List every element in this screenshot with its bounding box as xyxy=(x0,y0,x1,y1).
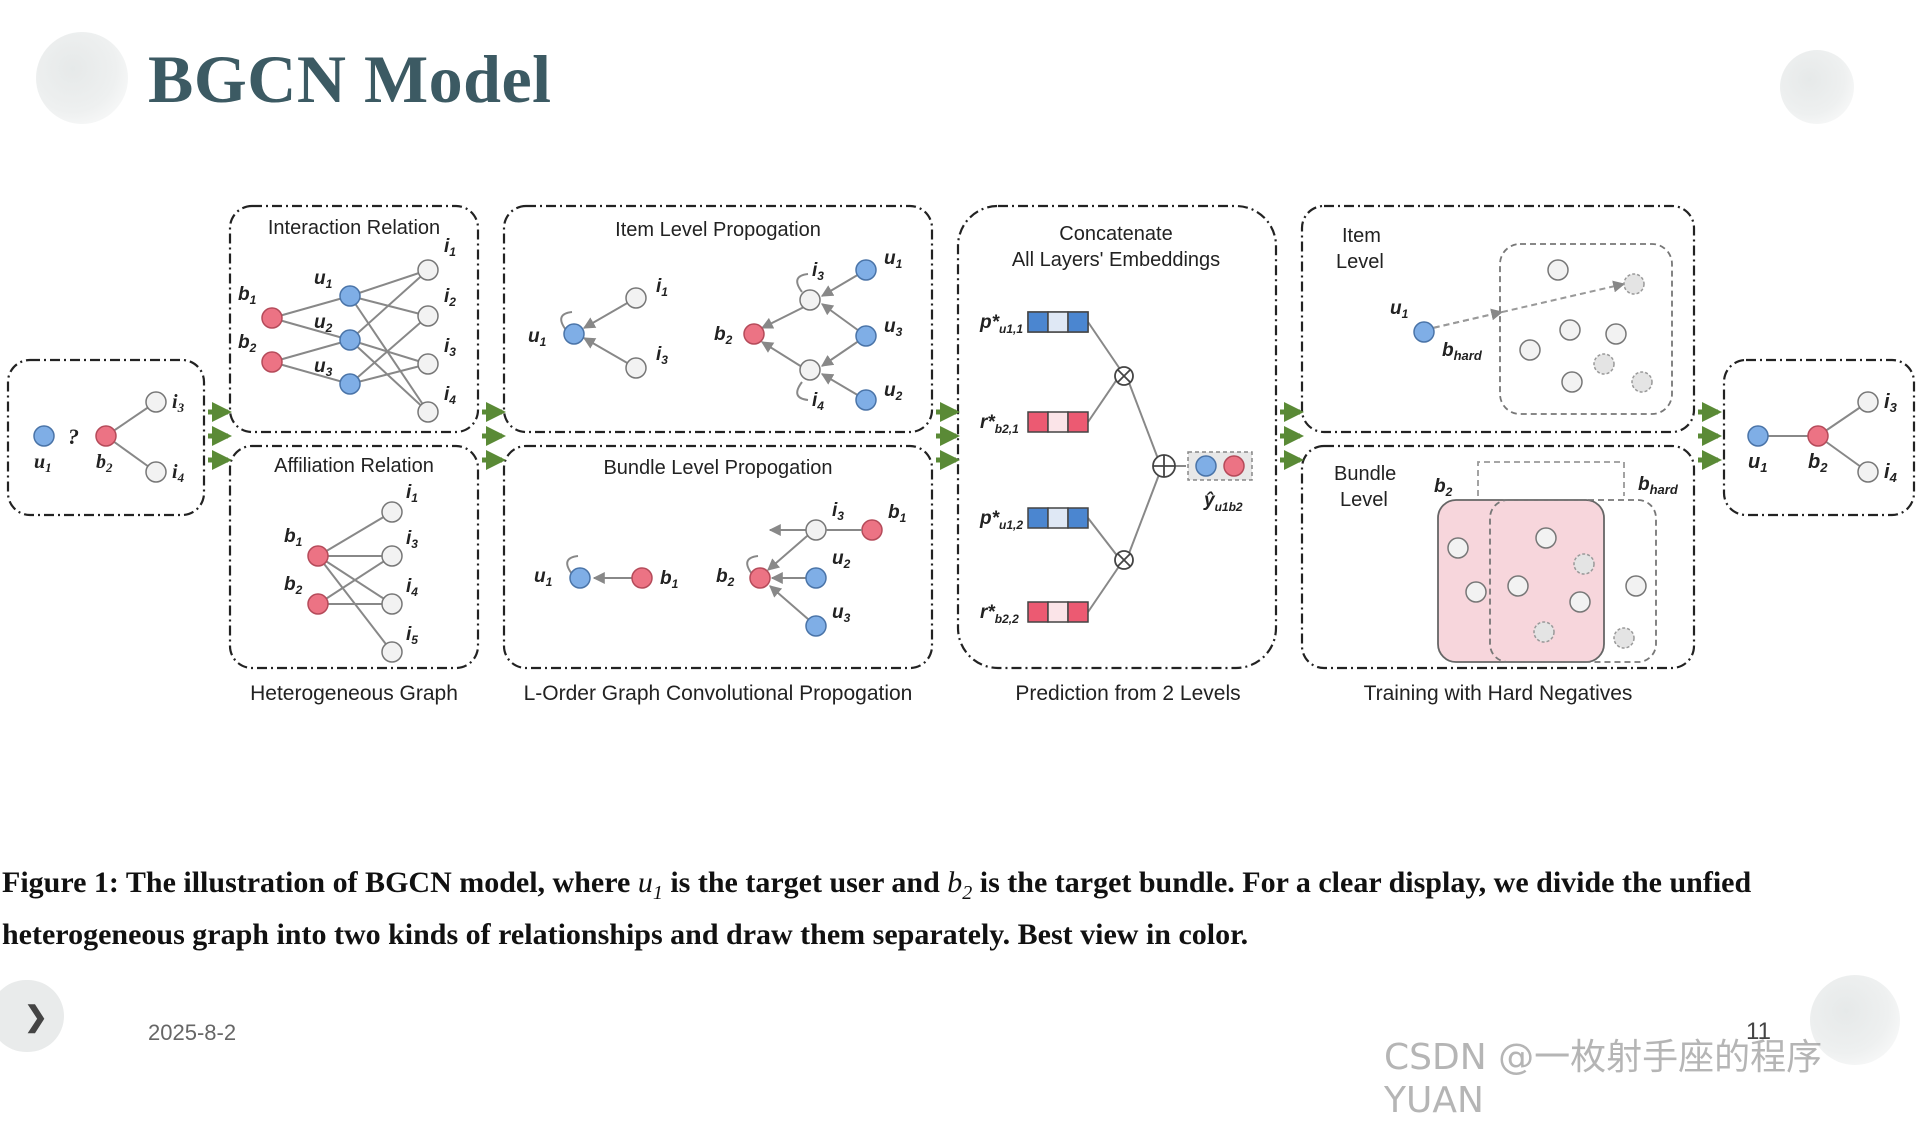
affiliation-graph: Affiliation Relation b1 b2 i1 i3 i4 i5 xyxy=(274,455,434,663)
svg-text:All Layers' Embeddings: All Layers' Embeddings xyxy=(1012,249,1220,271)
svg-text:i3: i3 xyxy=(656,344,668,367)
svg-text:u1: u1 xyxy=(314,268,333,291)
svg-text:Level: Level xyxy=(1336,251,1384,273)
svg-text:ŷu1b2: ŷu1b2 xyxy=(1203,490,1243,514)
svg-text:Level: Level xyxy=(1340,489,1388,511)
figure-caption: Figure 1: The illustration of BGCN model… xyxy=(2,866,1752,951)
svg-text:i4: i4 xyxy=(406,576,418,599)
svg-text:b2: b2 xyxy=(238,332,257,355)
panel-input xyxy=(6,358,206,517)
panel-bundle-prop xyxy=(502,444,934,670)
svg-text:i3: i3 xyxy=(1884,391,1898,415)
panel-item-prop xyxy=(502,204,934,434)
svg-text:i3: i3 xyxy=(172,391,185,415)
slide-title: BGCN Model xyxy=(148,41,552,117)
input-graph: ? u1 b2 i3 i4 xyxy=(33,391,185,485)
bundle-level-panel: Bundle Level b2 bhard xyxy=(1334,461,1679,663)
chevron-right-icon: ❯ xyxy=(24,1000,48,1032)
flow-arrows xyxy=(208,402,1722,470)
item-prop-graph: Item Level Propogation u1 i1 i3 b2 xyxy=(528,219,903,413)
svg-text:u3: u3 xyxy=(884,316,903,339)
svg-text:u1: u1 xyxy=(534,566,553,589)
svg-text:b1: b1 xyxy=(888,502,907,525)
svg-text:u2: u2 xyxy=(314,312,333,335)
panel-item-level xyxy=(1300,204,1696,434)
output-graph: u1 b2 i3 i4 xyxy=(1747,391,1898,485)
node-i3 xyxy=(145,391,167,413)
svg-text:b1: b1 xyxy=(238,284,257,307)
svg-text:i1: i1 xyxy=(656,276,668,299)
decor-orb-top-left xyxy=(36,32,128,124)
svg-text:u1: u1 xyxy=(528,326,547,349)
svg-text:i4: i4 xyxy=(812,390,824,413)
svg-text:p*u1,1: p*u1,1 xyxy=(979,312,1023,336)
svg-text:b1: b1 xyxy=(284,526,303,549)
svg-text:b2: b2 xyxy=(1434,476,1453,499)
svg-text:Concatenate: Concatenate xyxy=(1059,223,1172,245)
svg-text:b1: b1 xyxy=(660,568,679,591)
svg-text:b2: b2 xyxy=(96,451,113,475)
svg-text:u1: u1 xyxy=(1748,451,1767,475)
conv-caption: L-Order Graph Convolutional Propogation xyxy=(524,682,913,705)
bundle-prop-title: Bundle Level Propogation xyxy=(603,457,832,479)
panel-concat xyxy=(956,204,1278,670)
node-b2 xyxy=(95,425,117,447)
panel-interaction xyxy=(228,204,480,434)
svg-text:u1: u1 xyxy=(34,451,52,475)
svg-text:b2: b2 xyxy=(1808,451,1828,475)
node-u1 xyxy=(33,425,55,447)
svg-text:p*u1,2: p*u1,2 xyxy=(979,508,1023,532)
training-caption: Training with Hard Negatives xyxy=(1364,682,1633,705)
item-prop-title: Item Level Propogation xyxy=(615,219,821,241)
svg-text:bhard: bhard xyxy=(1638,474,1679,497)
svg-text:i5: i5 xyxy=(406,624,418,647)
interaction-title: Interaction Relation xyxy=(268,217,440,239)
node-i4 xyxy=(145,461,167,483)
svg-text:u1: u1 xyxy=(1390,298,1409,321)
svg-text:i3: i3 xyxy=(832,500,844,523)
panel-bundle-level xyxy=(1300,444,1696,670)
panel-affiliation xyxy=(228,444,480,670)
affiliation-title: Affiliation Relation xyxy=(274,455,434,477)
prediction-caption: Prediction from 2 Levels xyxy=(1015,682,1240,705)
slide-number: 11 xyxy=(1746,1018,1771,1045)
concat-panel: Concatenate All Layers' Embeddings p*u1,… xyxy=(979,223,1253,626)
svg-text:i4: i4 xyxy=(1884,461,1898,485)
panel-output xyxy=(1722,358,1916,517)
nav-next-button[interactable]: ❯ xyxy=(0,980,64,1052)
interaction-graph: Interaction Relation b1 b2 u1 u2 u3 i1 i… xyxy=(238,217,456,423)
svg-text:i1: i1 xyxy=(444,236,456,259)
svg-text:r*b2,2: r*b2,2 xyxy=(980,602,1019,626)
item-level-panel: Item Level u1 bhard xyxy=(1336,225,1673,415)
svg-text:u2: u2 xyxy=(832,548,851,571)
svg-text:Item: Item xyxy=(1342,225,1381,247)
svg-text:b2: b2 xyxy=(716,566,735,589)
slide-date: 2025-8-2 xyxy=(148,1020,237,1045)
watermark: CSDN @一枚射手座的程序YUAN xyxy=(1384,1037,1823,1121)
decor-orb-bottom-right xyxy=(1810,975,1900,1065)
svg-text:b2: b2 xyxy=(714,324,733,347)
svg-text:b2: b2 xyxy=(284,574,303,597)
svg-text:i3: i3 xyxy=(406,528,418,551)
svg-text:bhard: bhard xyxy=(1442,340,1483,363)
svg-text:i1: i1 xyxy=(406,482,418,505)
svg-text:Bundle: Bundle xyxy=(1334,463,1396,485)
decor-orb-top-right xyxy=(1780,50,1854,124)
hetero-caption: Heterogeneous Graph xyxy=(250,682,458,705)
svg-text:r*b2,1: r*b2,1 xyxy=(980,412,1019,436)
svg-text:u3: u3 xyxy=(314,356,333,379)
svg-text:i3: i3 xyxy=(812,260,824,283)
svg-text:i2: i2 xyxy=(444,286,456,309)
bgcn-figure: ? u1 b2 i3 i4 Interaction Relation b1 b2… xyxy=(6,204,1916,705)
svg-text:i4: i4 xyxy=(172,461,185,485)
svg-text:u2: u2 xyxy=(884,380,903,403)
svg-text:u1: u1 xyxy=(884,248,903,271)
bundle-prop-graph: Bundle Level Propogation u1 b1 b2 i3 b1 … xyxy=(534,457,907,637)
svg-text:i3: i3 xyxy=(444,336,456,359)
svg-text:u3: u3 xyxy=(832,602,851,625)
question-mark: ? xyxy=(68,424,79,449)
svg-text:i4: i4 xyxy=(444,384,456,407)
